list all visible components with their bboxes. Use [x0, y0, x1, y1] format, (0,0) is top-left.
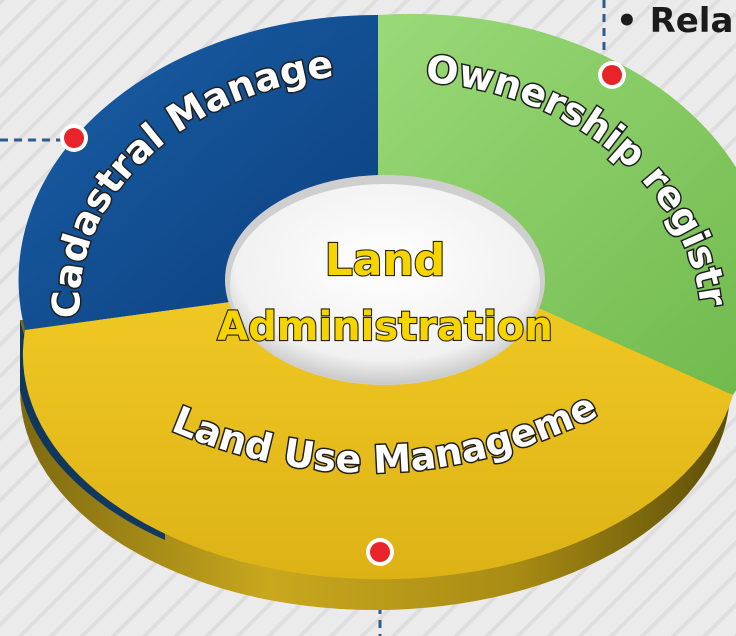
- marker-bottom: [366, 538, 394, 566]
- center-title-line1: Land: [325, 235, 446, 286]
- center-title-line2: Administration: [217, 304, 553, 350]
- marker-left: [60, 124, 88, 152]
- segment-ownership: [378, 13, 736, 395]
- marker-top-right: [598, 61, 626, 89]
- relation-label: • Rela: [616, 1, 733, 41]
- inner-hole: [230, 184, 540, 384]
- segment-land-use: [22, 300, 734, 580]
- segment-cadastral: [18, 14, 379, 330]
